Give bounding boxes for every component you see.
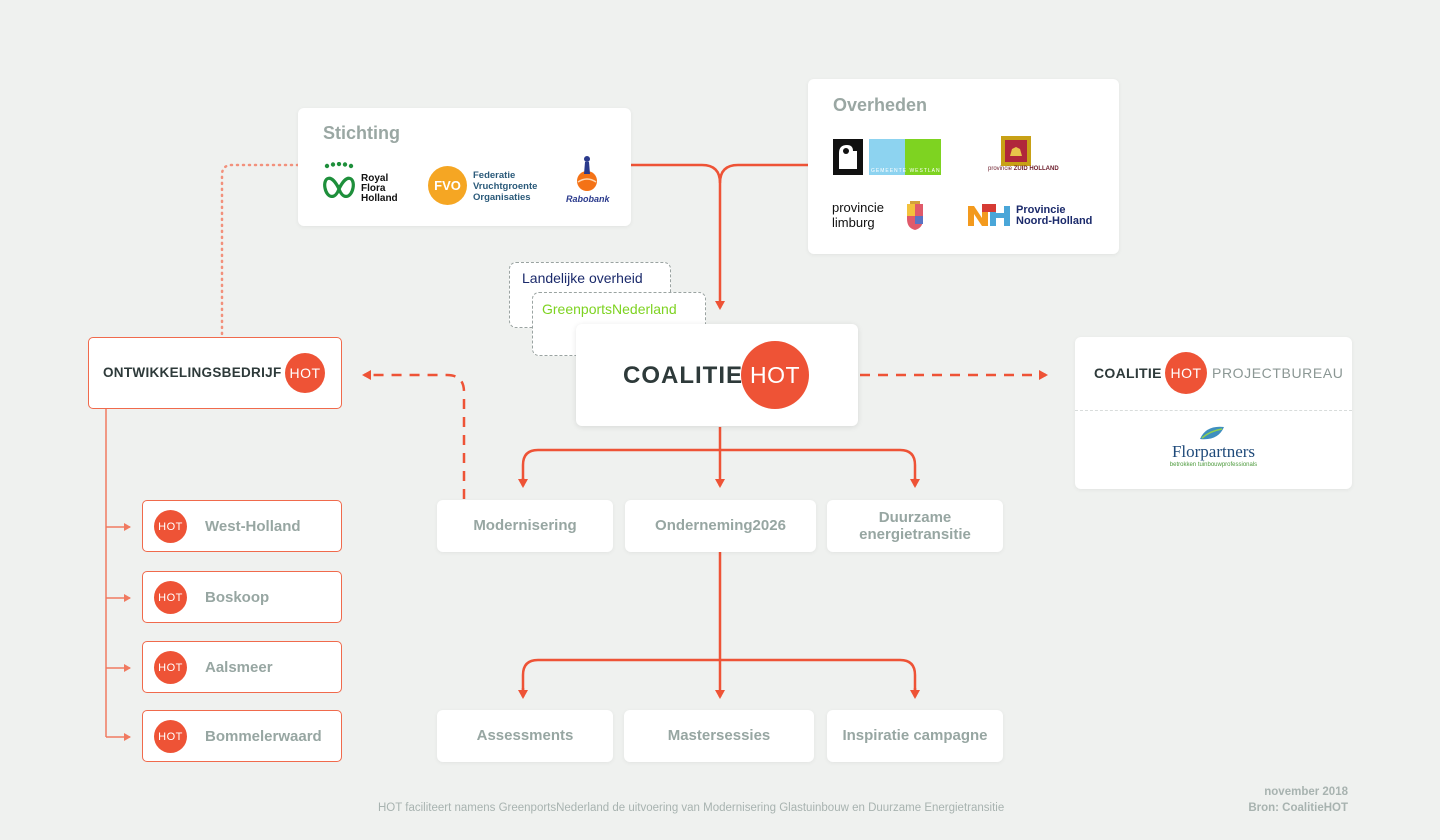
coalitie-hot-card: COALITIE HOT [576, 324, 858, 426]
programme-label: Duurzame energietransitie [859, 509, 971, 543]
noord-holland-logo: Provincie Noord-Holland [966, 202, 1106, 232]
ontwikkelingsbedrijf-label: ONTWIKKELINGSBEDRIJF [103, 365, 282, 380]
region-hot-badge: HOT [154, 720, 187, 753]
rabobank-icon [577, 156, 597, 191]
gemeente-westland-logo: GEMEENTE WESTLAND [833, 139, 944, 175]
florpartners-name: Florpartners [1171, 442, 1256, 461]
landelijke-overheid-label: Landelijke overheid [522, 270, 643, 286]
activity-label: Inspiratie campagne [842, 727, 988, 744]
rabobank-text: Rabobank [566, 194, 610, 204]
florpartners-tagline: betrokken tuinbouwprofessionals [1169, 462, 1258, 468]
limburg-line2: limburg [832, 215, 875, 230]
region-name: Aalsmeer [205, 659, 273, 676]
projectbureau-label: PROJECTBUREAU [1212, 365, 1344, 381]
overheden-card: Overheden GEMEENTE WESTLAND provincie ZU… [808, 79, 1119, 254]
limburg-line1: provincie [832, 200, 885, 215]
rfh-line2: Flora [361, 183, 386, 194]
ontwikkelingsbedrijf-card: ONTWIKKELINGSBEDRIJF HOT [88, 337, 342, 409]
coalitie-label: COALITIE [623, 362, 743, 389]
dashed-arrow-ontwikkelingsbedrijf [362, 370, 466, 499]
dotted-connector [220, 163, 300, 338]
projectbureau-card: COALITIE HOT PROJECTBUREAU Florpartners … [1075, 337, 1352, 489]
fvo-line3: Organisaties [473, 192, 531, 203]
rfh-line1: Royal [361, 173, 389, 184]
overheden-connector [715, 163, 808, 310]
footer-caption: HOT faciliteert namens GreenportsNederla… [378, 802, 1005, 814]
region-card-bommelerwaard[interactable]: HOT Bommelerwaard [142, 710, 342, 762]
region-hot-badge: HOT [154, 581, 187, 614]
programme-duurzame-energietransitie[interactable]: Duurzame energietransitie [827, 500, 1003, 552]
limburg-logo: provincie limburg [832, 200, 932, 236]
activity-label: Mastersessies [667, 727, 771, 744]
stichting-connector [631, 163, 722, 184]
programme-onderneming2026[interactable]: Onderneming2026 [625, 500, 816, 552]
royal-flora-holland-logo: Royal Flora Holland [321, 161, 406, 206]
region-name: Bommelerwaard [205, 728, 322, 745]
gemeente-text: GEMEENTE WESTLAND [871, 168, 946, 174]
stichting-card: Stichting Royal Flora Holland FVO Federa… [298, 108, 631, 226]
greenports-label: GreenportsNederland [542, 301, 677, 317]
zh-line1: provincie [988, 166, 1013, 172]
region-card-west-holland[interactable]: HOT West-Holland [142, 500, 342, 552]
projectbureau-divider [1075, 410, 1352, 411]
overheden-title: Overheden [833, 95, 928, 115]
activity-label: Assessments [476, 727, 574, 744]
nh-mark-icon [968, 204, 1010, 226]
activity-mastersessies[interactable]: Mastersessies [624, 710, 814, 762]
westland-crest-icon [839, 145, 857, 169]
stichting-title: Stichting [323, 123, 400, 143]
projectbureau-hot-badge: HOT [1165, 352, 1207, 394]
programme-label: Modernisering [473, 517, 577, 534]
activity-assessments[interactable]: Assessments [437, 710, 613, 762]
fvo-line2: Vruchtgroente [473, 181, 538, 192]
projectbureau-coalitie-label: COALITIE [1094, 365, 1162, 381]
zuid-holland-logo: provincie ZUID HOLLAND [988, 136, 1059, 178]
fvo-line1: Federatie [473, 170, 516, 181]
rfh-line3: Holland [361, 193, 398, 204]
programme-modernisering[interactable]: Modernisering [437, 500, 613, 552]
florpartners-leaf-icon [1200, 426, 1224, 440]
region-hot-badge: HOT [154, 651, 187, 684]
footer-date: november 2018 [1264, 786, 1348, 798]
region-name: West-Holland [205, 518, 301, 535]
region-card-boskoop[interactable]: HOT Boskoop [142, 571, 342, 623]
programme-label: Onderneming2026 [655, 517, 786, 534]
nh-line2: Noord-Holland [1016, 215, 1093, 227]
flower-icon [323, 161, 355, 198]
ontwikkelingsbedrijf-hot-badge: HOT [285, 353, 325, 393]
nh-line1: Provincie [1016, 204, 1066, 216]
lion-icon [1010, 147, 1022, 156]
fvo-badge: FVO [428, 166, 467, 205]
zh-line2: ZUID HOLLAND [1013, 166, 1059, 172]
region-card-aalsmeer[interactable]: HOT Aalsmeer [142, 641, 342, 693]
rabobank-logo: Rabobank [566, 154, 612, 208]
coalitie-hot-badge: HOT [741, 341, 809, 409]
footer-source: Bron: CoalitieHOT [1248, 802, 1348, 814]
region-hot-badge: HOT [154, 510, 187, 543]
limburg-crest-icon [907, 201, 923, 230]
fvo-logo: FVO Federatie Vruchtgroente Organisaties [428, 166, 543, 206]
region-name: Boskoop [205, 589, 270, 606]
activity-inspiratie-campagne[interactable]: Inspiratie campagne [827, 710, 1003, 762]
